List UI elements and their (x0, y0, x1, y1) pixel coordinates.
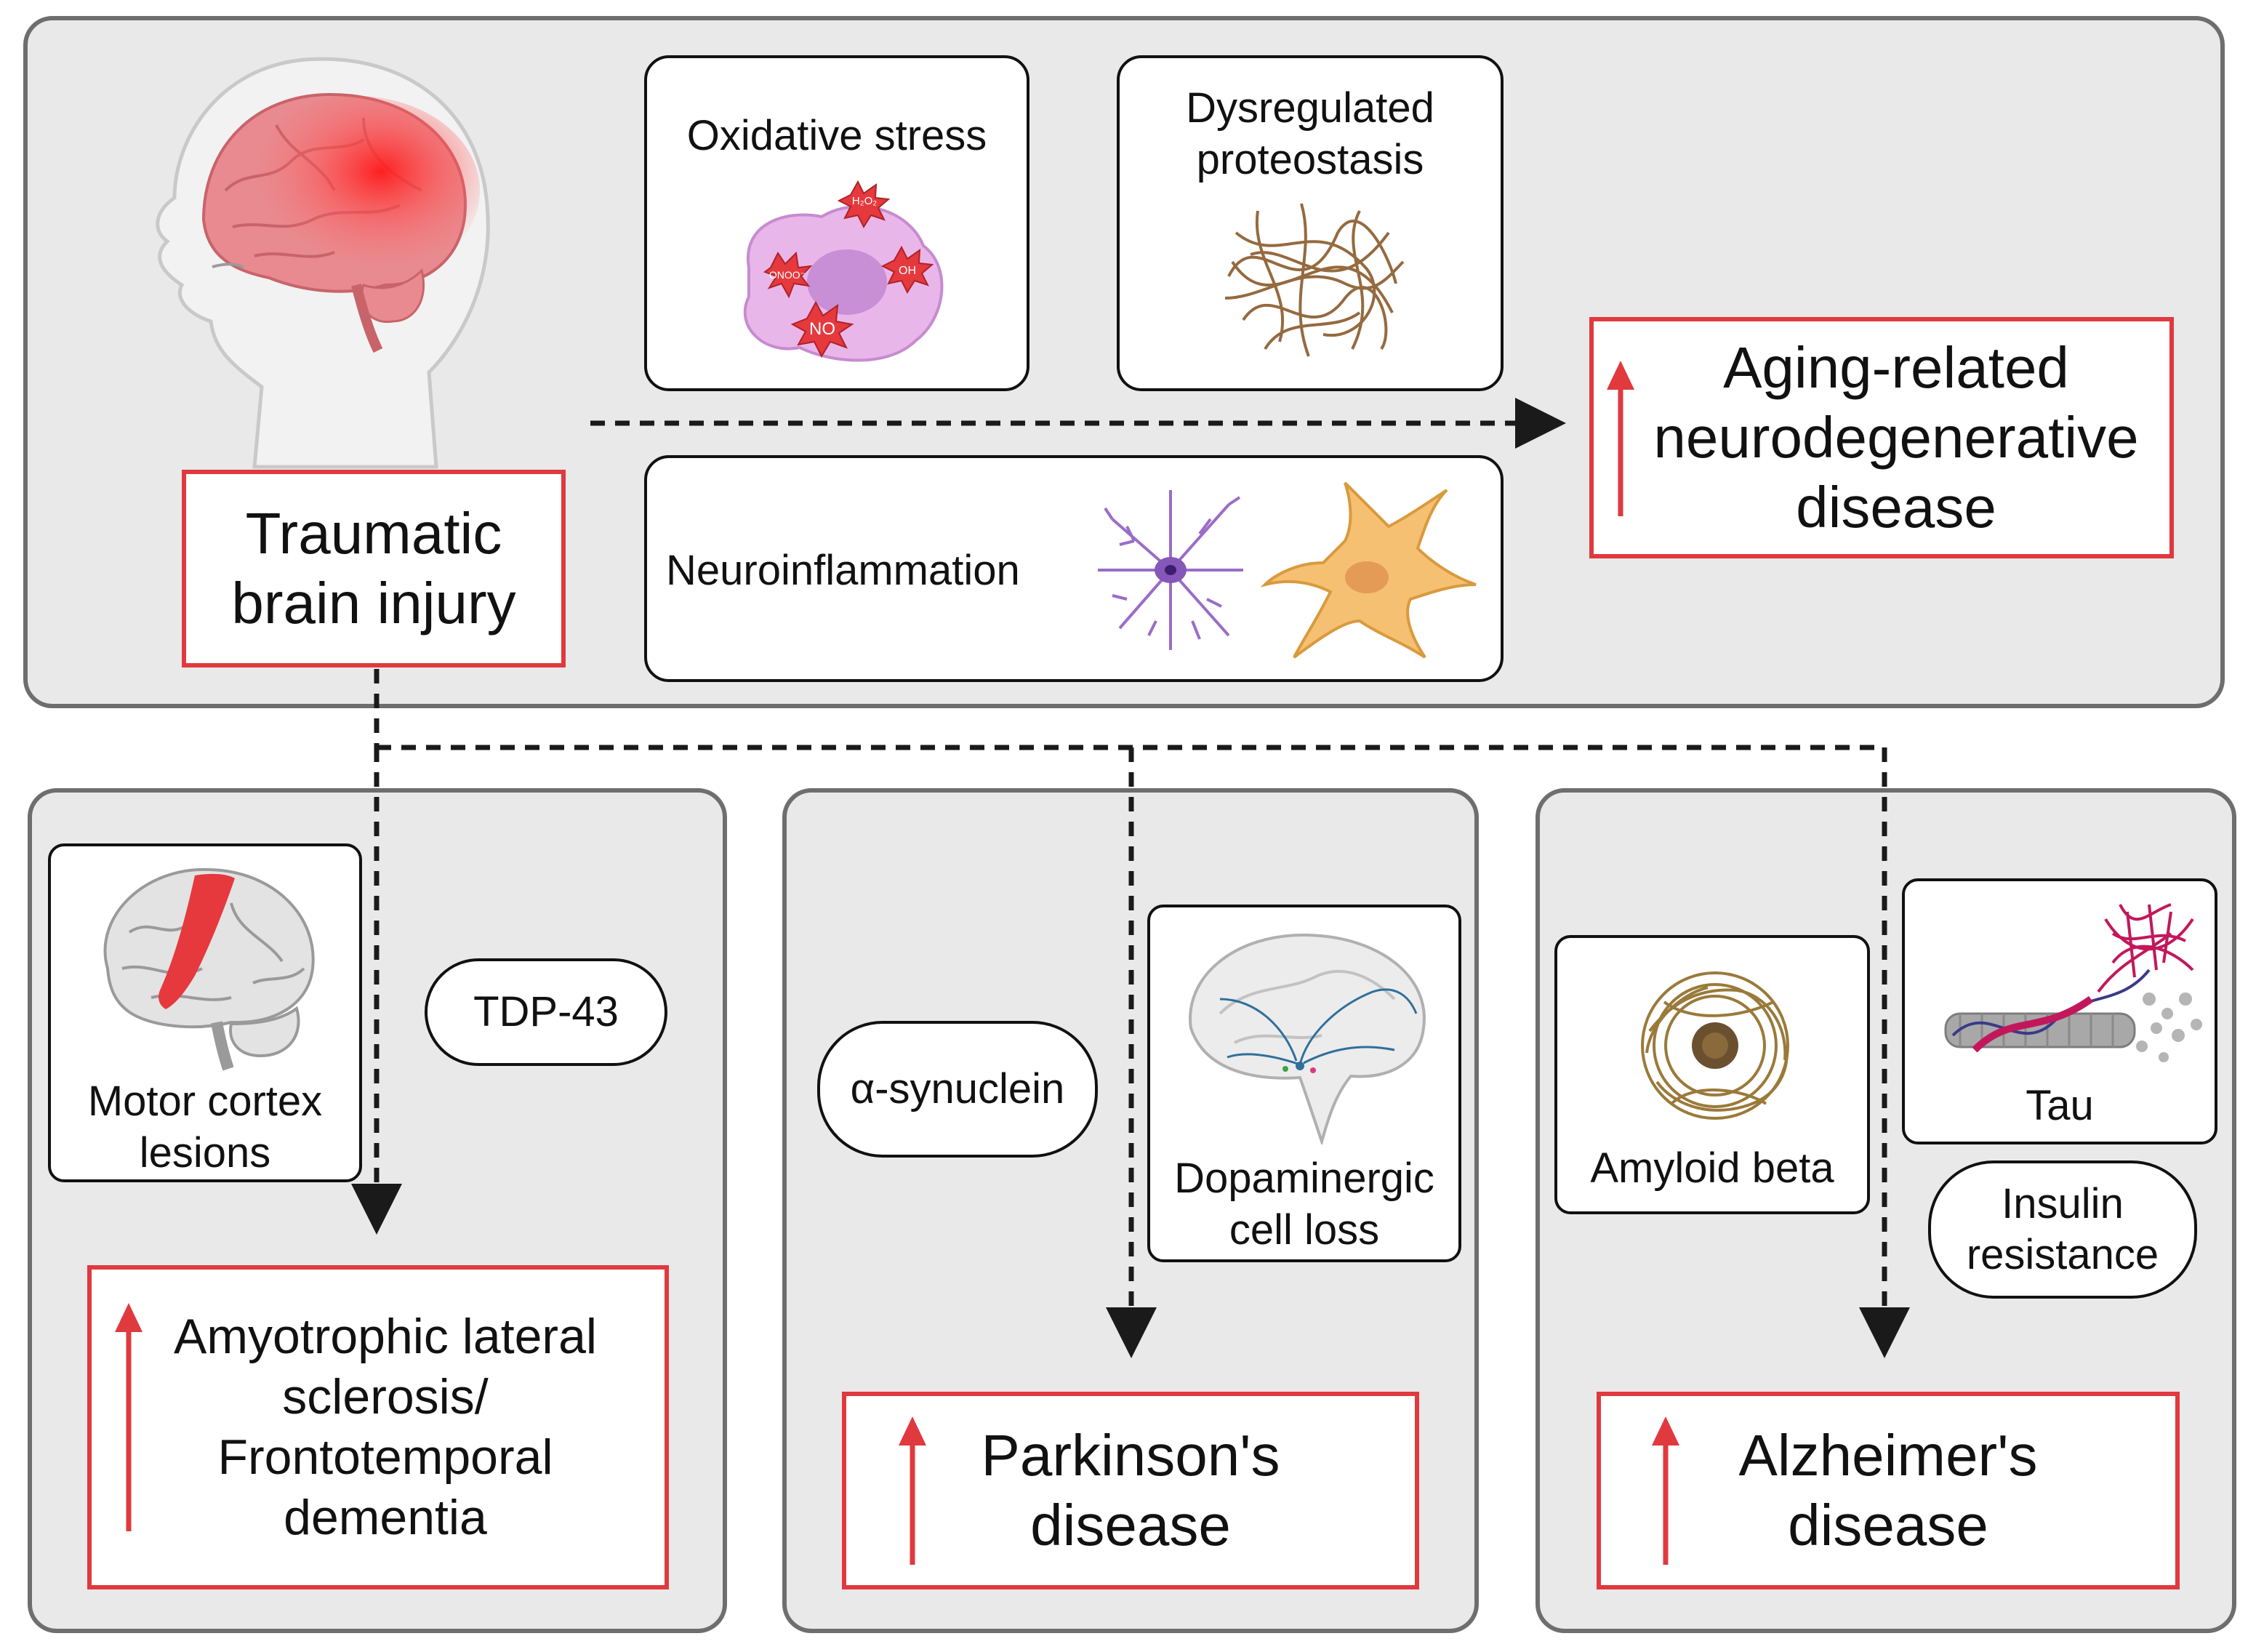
protein-aggregate-icon (1224, 203, 1405, 357)
oxidative-stress-box: Oxidative stress H₂O₂ ONOO⁻ OH NO (644, 55, 1029, 391)
aging-outcome-box: Aging-related neurodegenerative disease (1589, 317, 2174, 558)
als-outcome-box: Amyotrophic lateral sclerosis/ Frontotem… (87, 1265, 669, 1589)
dopaminergic-box: Dopaminergic cell loss (1147, 905, 1461, 1262)
motor-cortex-box: Motor cortex lesions (48, 843, 362, 1182)
midbrain-section-icon (1189, 933, 1426, 1144)
pd-outcome-label: Parkinson's disease (981, 1423, 1280, 1557)
dopaminergic-label: Dopaminergic cell loss (1174, 1155, 1434, 1254)
insulin-resistance-label: Insulin resistance (1966, 1180, 2159, 1278)
head-brain-icon (156, 57, 490, 469)
increase-arrow-icon (1652, 1416, 1679, 1565)
tau-tangle-icon (1944, 903, 2202, 1062)
amyloid-plaque-icon (1641, 971, 1789, 1120)
oxidative-stress-label: Oxidative stress (686, 112, 987, 159)
alpha-synuclein-label: α-synuclein (850, 1065, 1065, 1113)
dopamine-pathway-icon (1219, 988, 1418, 1066)
tau-box: Tau (1902, 878, 2217, 1144)
tdp43-pill: TDP-43 (425, 958, 667, 1066)
motor-cortex-label: Motor cortex lesions (87, 1078, 323, 1176)
ad-outcome-box: Alzheimer's disease (1597, 1392, 2180, 1589)
alpha-synuclein-pill: α-synuclein (817, 1021, 1098, 1158)
amyloid-beta-label: Amyloid beta (1590, 1144, 1834, 1192)
increase-arrow-icon (899, 1416, 926, 1565)
neuroinflammation-label: Neuroinflammation (666, 547, 1020, 594)
als-outcome-label: Amyotrophic lateral sclerosis/ Frontotem… (173, 1309, 598, 1545)
motor-cortex-lesion (158, 873, 235, 1009)
ros-label-onoo: ONOO⁻ (769, 269, 806, 281)
astrocyte-icon (1260, 481, 1477, 659)
tdp43-label: TDP-43 (473, 988, 619, 1036)
aging-outcome-label: Aging-related neurodegenerative disease (1653, 335, 2139, 540)
glia-icon (1098, 481, 1477, 659)
ros-label-no: NO (809, 319, 835, 339)
insulin-resistance-pill: Insulin resistance (1928, 1160, 2197, 1299)
ros-burst-icon (763, 180, 934, 358)
tau-label: Tau (2026, 1082, 2094, 1129)
increase-arrow-icon (115, 1303, 142, 1531)
ros-label-oh: OH (899, 265, 916, 277)
ros-label-h2o2: H₂O₂ (852, 195, 877, 207)
proteostasis-box: Dysregulated proteostasis (1117, 55, 1504, 391)
ros-cell-icon: H₂O₂ ONOO⁻ OH NO (743, 180, 944, 362)
tbi-label: Traumatic brain injury (231, 501, 516, 635)
amyloid-beta-box: Amyloid beta (1554, 935, 1870, 1214)
proteostasis-label: Dysregulated proteostasis (1186, 84, 1434, 183)
ad-outcome-label: Alzheimer's disease (1738, 1423, 2038, 1557)
pd-outcome-box: Parkinson's disease (842, 1392, 1419, 1589)
neuroinflammation-box: Neuroinflammation (644, 455, 1504, 682)
motor-cortex-brain-icon (103, 867, 315, 1070)
tbi-box: Traumatic brain injury (182, 470, 566, 667)
increase-arrow-icon (1607, 361, 1634, 516)
microglia-icon (1098, 490, 1243, 650)
